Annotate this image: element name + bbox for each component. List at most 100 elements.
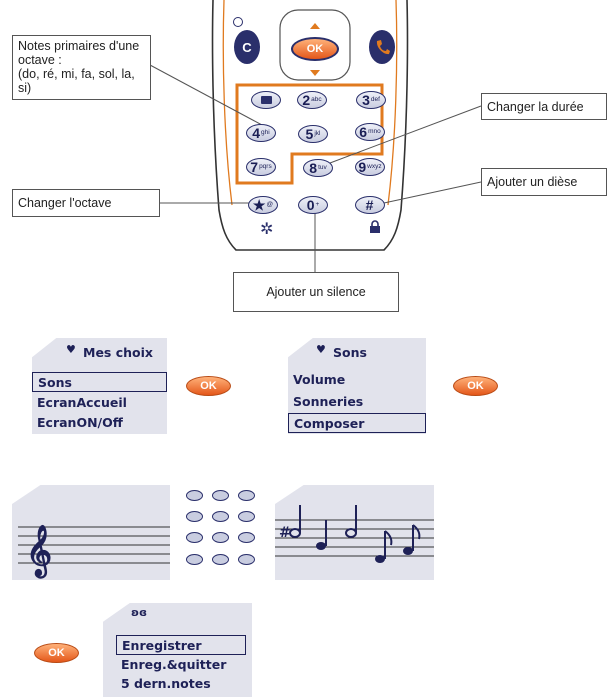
mini-key bbox=[186, 554, 203, 565]
callout-notes-title: Notes primaires d'une bbox=[18, 39, 140, 53]
ok-button[interactable]: OK bbox=[453, 376, 498, 396]
menu-item[interactable]: EcranON/Off bbox=[37, 415, 123, 430]
callout-octave-text: Changer l'octave bbox=[18, 196, 112, 210]
callout-duree-text: Changer la durée bbox=[487, 100, 584, 114]
mini-key bbox=[212, 532, 229, 543]
key-digit: 0 bbox=[306, 197, 315, 213]
menu-item[interactable]: 5 dern.notes bbox=[121, 676, 211, 691]
call-key[interactable] bbox=[369, 30, 395, 64]
ok-button-label: OK bbox=[48, 647, 65, 659]
key-digit: 3 bbox=[362, 92, 370, 108]
c-key[interactable]: C bbox=[234, 30, 260, 64]
key-digit: 9 bbox=[358, 159, 367, 175]
note-icon bbox=[289, 505, 301, 538]
key-letters: mno bbox=[368, 127, 381, 135]
power-icon bbox=[233, 17, 243, 27]
key-letters: wxyz bbox=[367, 162, 382, 170]
keypad-key[interactable]: ★@ bbox=[248, 196, 278, 214]
mini-key bbox=[212, 511, 229, 522]
key-letters: jkl bbox=[314, 129, 321, 137]
ok-button-label: OK bbox=[200, 380, 217, 392]
screen-sons: ♥ Sons Volume Sonneries Composer bbox=[288, 338, 426, 434]
c-key-label: C bbox=[242, 39, 252, 55]
key-letters: pqrs bbox=[259, 162, 272, 170]
menu-item[interactable]: Enregistrer bbox=[116, 635, 246, 655]
menu-item[interactable]: Sonneries bbox=[293, 394, 364, 409]
ok-button-label: OK bbox=[467, 380, 484, 392]
menu-item[interactable]: EcranAccueil bbox=[37, 395, 127, 410]
message-icon bbox=[260, 96, 272, 104]
callout-notes: Notes primaires d'une octave : (do, ré, … bbox=[12, 35, 151, 100]
screen-title: Sons bbox=[333, 345, 367, 360]
key-letters: abc bbox=[311, 95, 322, 103]
music-staff-with-notes: # bbox=[275, 505, 434, 563]
lock-icon bbox=[370, 220, 380, 233]
mini-key bbox=[186, 532, 203, 543]
svg-text:#: # bbox=[279, 525, 291, 541]
mini-key bbox=[238, 511, 255, 522]
callout-silence: Ajouter un silence bbox=[233, 272, 399, 312]
key-digit: 4 bbox=[252, 125, 261, 141]
screen-mes-choix: ♥ Mes choix Sons EcranAccueil EcranON/Of… bbox=[32, 338, 167, 434]
note-icon bbox=[316, 520, 327, 550]
menu-item[interactable]: Composer bbox=[288, 413, 426, 433]
butterfly-icon: ʚɞ bbox=[131, 606, 148, 619]
menu-item[interactable]: Sons bbox=[32, 372, 167, 392]
key-digit: ★ bbox=[252, 197, 266, 213]
heart-icon: ♥ bbox=[66, 343, 76, 356]
callout-octave: Changer l'octave bbox=[12, 189, 160, 217]
key-letters: + bbox=[315, 200, 320, 208]
keypad-key[interactable]: 0+ bbox=[298, 196, 328, 214]
keypad-key[interactable]: # bbox=[355, 196, 385, 214]
treble-clef-icon: 𝄞 bbox=[26, 525, 52, 579]
note-icon bbox=[345, 505, 357, 538]
mini-key bbox=[212, 490, 229, 501]
ok-key-label: OK bbox=[306, 43, 324, 55]
mini-key bbox=[186, 490, 203, 501]
menu-item[interactable]: Volume bbox=[293, 372, 346, 387]
music-staff: 𝄞 bbox=[18, 525, 170, 579]
phone-outline bbox=[149, 0, 482, 272]
ok-key[interactable]: OK bbox=[291, 37, 339, 61]
key-digit: 6 bbox=[359, 124, 368, 140]
keypad-key[interactable] bbox=[251, 91, 281, 109]
screen-staff-empty: 𝄞 bbox=[12, 485, 170, 580]
menu-item[interactable]: Enreg.&quitter bbox=[121, 657, 227, 672]
callout-notes-line3: (do, ré, mi, fa, sol, la, si) bbox=[18, 67, 135, 95]
key-digit: 5 bbox=[305, 126, 314, 142]
key-letters: ghi bbox=[261, 128, 270, 136]
callout-silence-text: Ajouter un silence bbox=[266, 285, 366, 299]
ok-button[interactable]: OK bbox=[34, 643, 79, 663]
callout-duree: Changer la durée bbox=[481, 93, 607, 120]
mini-key bbox=[186, 511, 203, 522]
key-letters: @ bbox=[266, 200, 274, 208]
phone-handset-icon bbox=[376, 40, 390, 55]
mini-key bbox=[212, 554, 229, 565]
screen-title: Mes choix bbox=[83, 345, 153, 360]
mini-key bbox=[238, 554, 255, 565]
key-digit: # bbox=[365, 197, 374, 213]
screen-staff-notes: # bbox=[275, 485, 434, 580]
mini-key bbox=[238, 532, 255, 543]
heart-icon: ♥ bbox=[316, 343, 326, 356]
note-icon bbox=[375, 530, 393, 563]
key-letters: def bbox=[370, 95, 380, 103]
note-icon bbox=[403, 524, 421, 555]
key-digit: 8 bbox=[309, 160, 318, 176]
callout-diese-text: Ajouter un dièse bbox=[487, 175, 578, 189]
ok-button[interactable]: OK bbox=[186, 376, 231, 396]
mini-key bbox=[238, 490, 255, 501]
callout-notes-line2: octave : bbox=[18, 53, 62, 67]
screen-enregistrer: ʚɞ Enregistrer Enreg.&quitter 5 dern.not… bbox=[103, 603, 252, 697]
key-digit: 7 bbox=[250, 159, 259, 175]
gear-icon: ✲ bbox=[260, 221, 274, 238]
key-digit: 2 bbox=[302, 92, 311, 108]
